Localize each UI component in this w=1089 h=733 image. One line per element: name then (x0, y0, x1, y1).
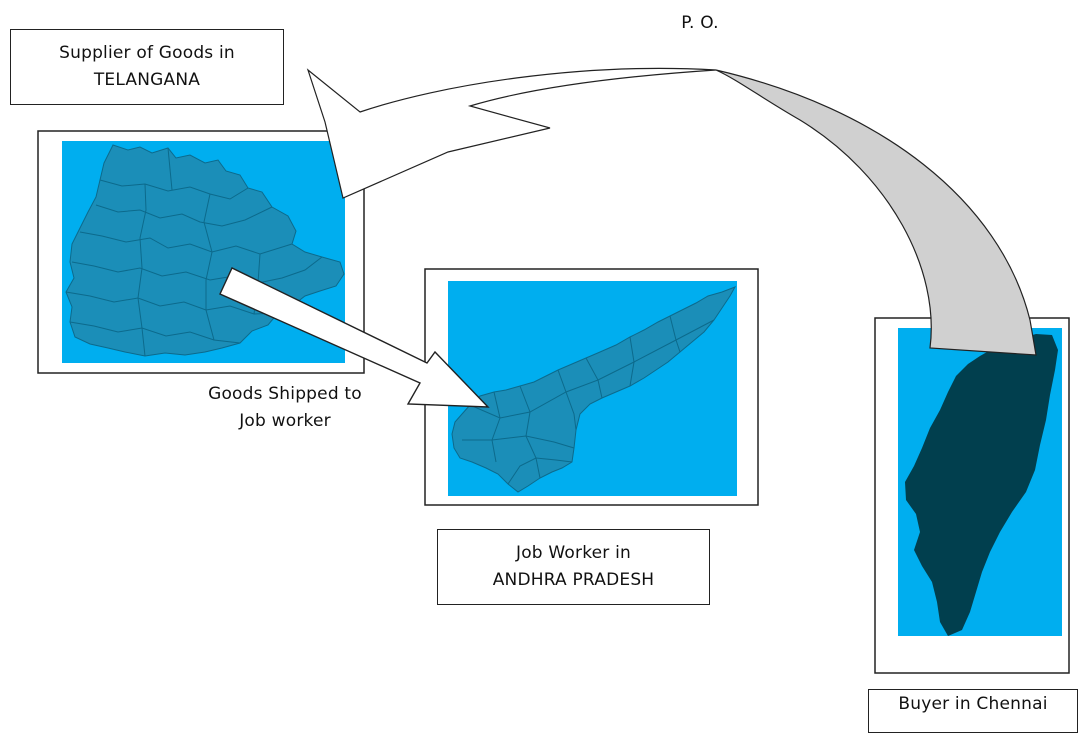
job-worker-label-line1: Job Worker in (515, 543, 631, 563)
curved-arrow-icon (306, 67, 1037, 356)
tamil-nadu-map-icon (905, 334, 1058, 636)
job-worker-label-line2: ANDHRA PRADESH (492, 570, 655, 590)
supplier-label-box: Supplier of Goods in TELANGANA (10, 29, 284, 105)
shipment-label-line2: Job worker (239, 411, 331, 431)
shipment-label: Goods Shipped to Job worker (160, 381, 410, 435)
job-worker-label-box: Job Worker in ANDHRA PRADESH (437, 529, 710, 605)
andhra-pradesh-map-panel (424, 268, 759, 506)
shipment-label-line1: Goods Shipped to (208, 384, 362, 404)
andhra-pradesh-map-icon (451, 286, 737, 493)
flow-diagram (37, 67, 1070, 674)
supplier-label-line2: TELANGANA (93, 70, 201, 90)
buyer-label-box: Buyer in Chennai (868, 689, 1078, 733)
supplier-label-line1: Supplier of Goods in (59, 43, 235, 63)
tamil-nadu-map-panel (874, 317, 1070, 674)
straight-arrow-icon (219, 267, 490, 408)
buyer-label: Buyer in Chennai (898, 694, 1048, 714)
purchase-order-label: P. O. (681, 13, 719, 33)
